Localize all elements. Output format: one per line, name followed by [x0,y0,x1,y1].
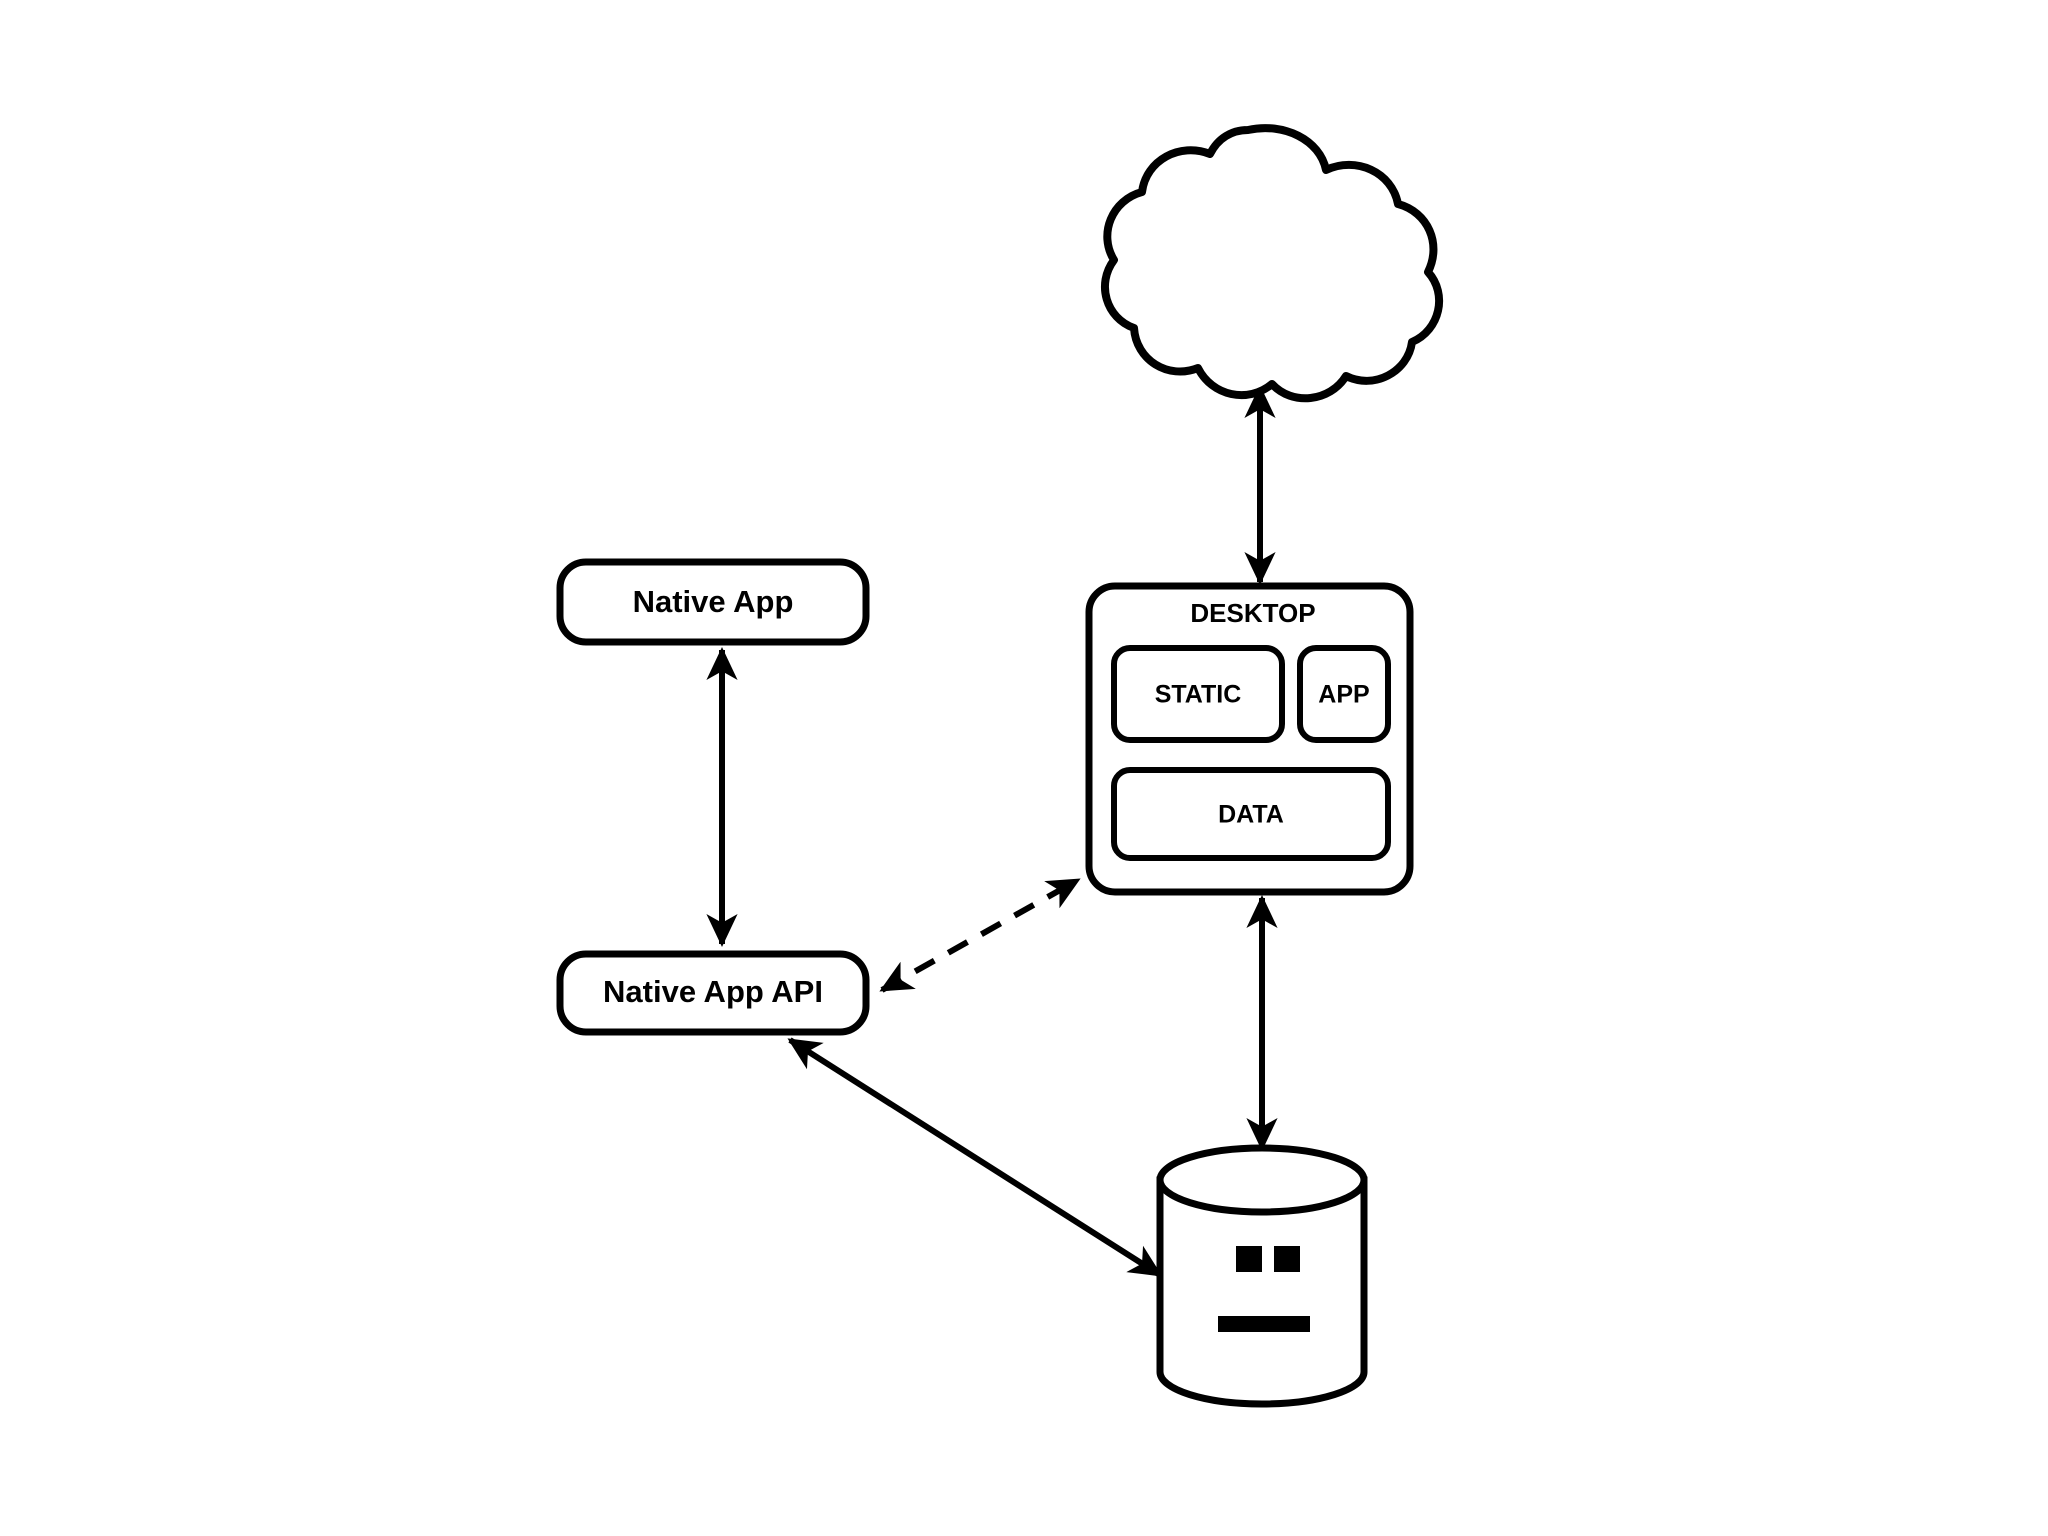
data-node[interactable]: DATA [1111,767,1391,861]
app-box [1297,645,1391,743]
app-label: APP [1318,681,1369,709]
api-database-connector [787,1037,1163,1278]
native-app-api-label: Native App API [603,974,823,1009]
static-label: STATIC [1155,681,1242,709]
database-mouth-icon [1218,1316,1310,1332]
static-node[interactable]: STATIC [1111,645,1285,743]
cloud-icon [1101,124,1444,403]
data-label: DATA [1218,801,1284,829]
native-app-node[interactable]: Native App [556,558,870,646]
database-cylinder-icon [1156,1176,1368,1408]
desktop-node[interactable]: DESKTOP STATIC APP DATA [1085,582,1414,896]
database-eye-left-icon [1236,1246,1262,1272]
app-node[interactable]: APP [1297,645,1391,743]
database-top-ellipse [1156,1144,1368,1216]
desktop-label: DESKTOP [1190,598,1315,628]
native-app-api-node[interactable]: Native App API [556,950,870,1036]
static-box [1111,645,1285,743]
native-app-api-box [556,950,870,1036]
api-desktop-connector [879,877,1081,993]
database-node[interactable] [1156,1144,1368,1408]
database-eye-right-icon [1274,1246,1300,1272]
cloud-node[interactable] [1101,124,1444,403]
native-app-box [556,558,870,646]
native-app-label: Native App [633,584,794,619]
data-box [1111,767,1391,861]
